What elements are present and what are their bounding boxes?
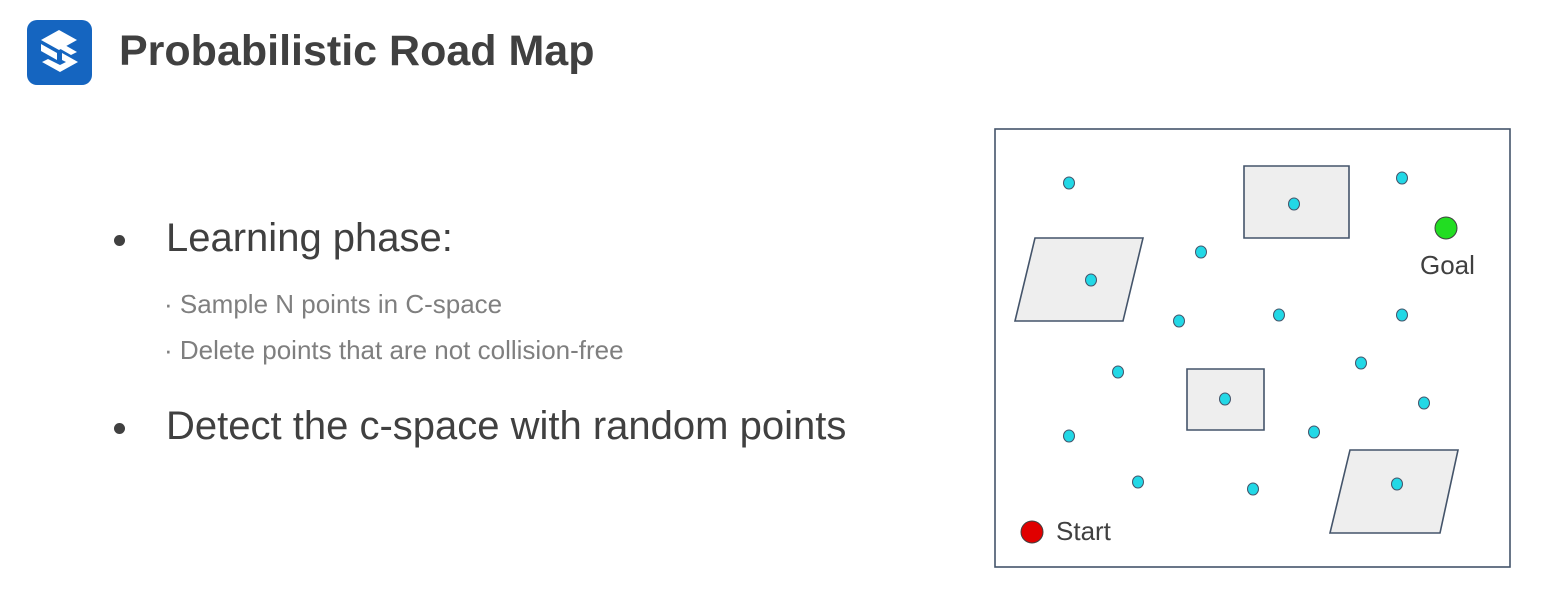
bullet-dot (114, 235, 125, 246)
sample-point (1063, 429, 1075, 443)
sample-point (1288, 197, 1300, 211)
prm-diagram: Start Goal (994, 128, 1511, 568)
sample-point (1308, 425, 1320, 439)
start-label: Start (1056, 516, 1112, 546)
bullet-text: Detect the c-space with random points (166, 404, 847, 448)
sample-point (1396, 171, 1408, 185)
bullet-dot (114, 423, 125, 434)
sample-points-group (1063, 171, 1430, 496)
bullet-text: Learning phase: (166, 216, 453, 260)
goal-label: Goal (1420, 250, 1475, 280)
sample-point (1418, 396, 1430, 410)
sample-point (1173, 314, 1185, 328)
brand-logo-icon (27, 20, 92, 85)
start-node (1020, 520, 1044, 544)
page-title: Probabilistic Road Map (119, 27, 595, 75)
sample-point (1355, 356, 1367, 370)
subitem-sample-points: · Sample N points in C-space (164, 289, 503, 319)
obstacle (1013, 237, 1145, 322)
sample-point (1132, 475, 1144, 489)
sample-point (1247, 482, 1259, 496)
goal-node (1434, 216, 1458, 240)
sample-point (1195, 245, 1207, 259)
sample-point (1112, 365, 1124, 379)
sample-point (1391, 477, 1403, 491)
obstacle (1328, 449, 1459, 534)
sample-point (1063, 176, 1075, 190)
sample-point (1273, 308, 1285, 322)
sample-point (1085, 273, 1097, 287)
sample-point (1219, 392, 1231, 406)
sample-point (1396, 308, 1408, 322)
obstacles-group (1013, 165, 1459, 534)
subitem-delete-points: · Delete points that are not collision-f… (164, 335, 624, 365)
